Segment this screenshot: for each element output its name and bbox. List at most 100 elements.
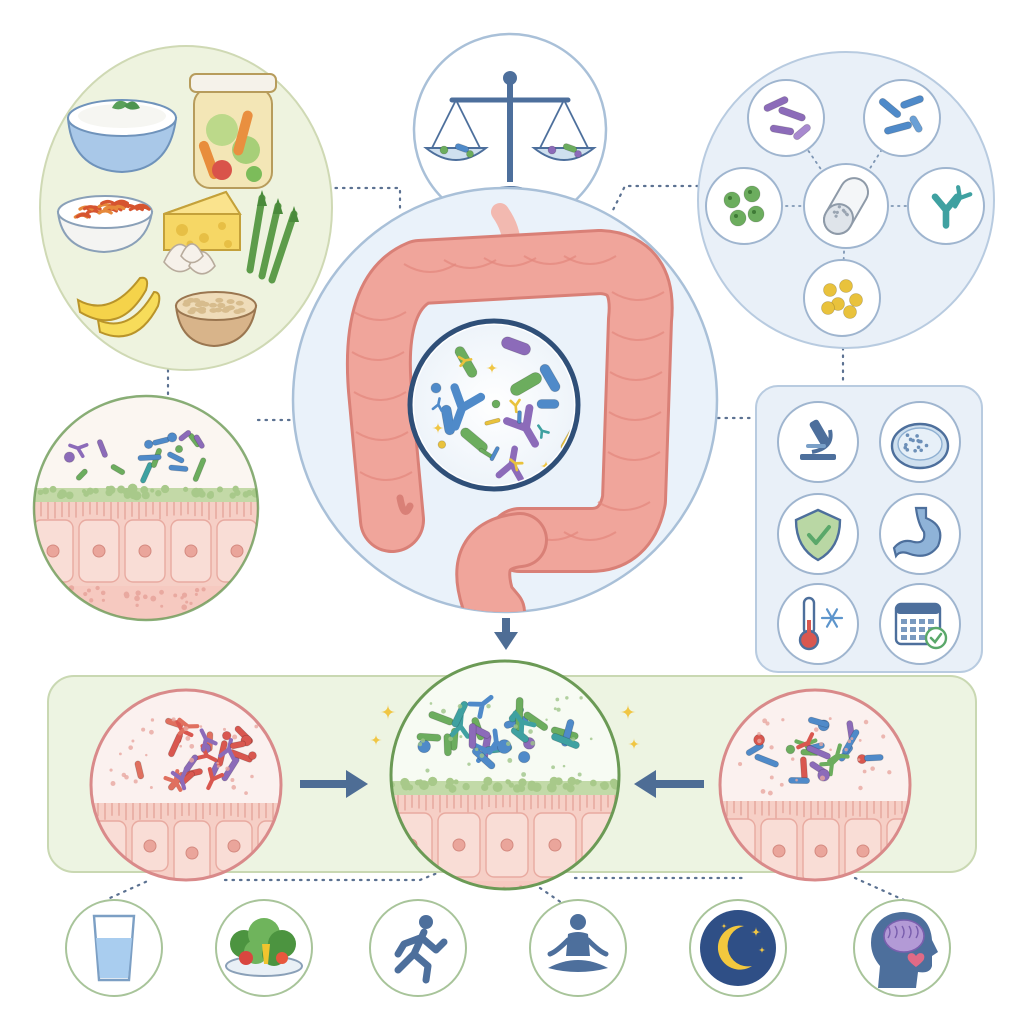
coccus-microbe bbox=[785, 744, 796, 755]
strain-node-ring bbox=[705, 167, 783, 245]
cell-nucleus bbox=[814, 844, 828, 858]
mucus-granule bbox=[589, 779, 597, 787]
sparkle-icon bbox=[751, 927, 761, 937]
strain-node-ring bbox=[863, 79, 941, 157]
cell-nucleus bbox=[185, 846, 199, 860]
mucus-granule bbox=[462, 782, 470, 791]
mucus-granule bbox=[567, 776, 577, 786]
speck bbox=[118, 752, 122, 756]
tissue-speck bbox=[189, 601, 193, 605]
imbalanced-lining-icon bbox=[89, 688, 283, 905]
coccus-microbe bbox=[167, 432, 178, 443]
tissue-speck bbox=[248, 894, 253, 899]
arrow-right-icon bbox=[300, 770, 368, 798]
state-microbes bbox=[738, 716, 892, 796]
rod-microbe bbox=[539, 363, 561, 393]
water-glass-icon bbox=[65, 899, 163, 997]
coccus-microbe bbox=[466, 150, 474, 158]
branched-microbe bbox=[537, 424, 550, 439]
speck bbox=[555, 697, 560, 702]
speck bbox=[109, 768, 113, 772]
coccus-microbe bbox=[491, 399, 501, 409]
rod-microbe bbox=[451, 700, 469, 728]
meditation-icon bbox=[529, 899, 627, 997]
speck bbox=[459, 735, 463, 739]
tissue-speck bbox=[142, 594, 148, 600]
mucus-granule bbox=[428, 776, 438, 787]
rod-microbe bbox=[909, 115, 923, 133]
speck bbox=[429, 702, 433, 705]
tissue-speck bbox=[868, 899, 873, 904]
tissue-speck bbox=[234, 599, 240, 605]
speck bbox=[505, 741, 511, 747]
tissue-speck bbox=[83, 591, 88, 597]
cheese-icon bbox=[163, 190, 242, 251]
state-microbes bbox=[416, 694, 593, 783]
tissue-speck bbox=[833, 904, 839, 910]
microscope-icon bbox=[777, 401, 859, 483]
connector-state1-lifestyle-left bbox=[223, 868, 447, 882]
coccus-microbe bbox=[430, 382, 442, 394]
curved-bacteria-icon bbox=[863, 79, 941, 157]
tissue-speck bbox=[89, 598, 94, 603]
tissue-speck bbox=[395, 884, 402, 889]
connector-strains-center bbox=[610, 184, 700, 214]
yeast-icon bbox=[803, 259, 881, 337]
coccus-microbe bbox=[823, 283, 837, 297]
oat-flake bbox=[221, 308, 230, 313]
tissue-speck bbox=[783, 905, 789, 911]
connector-foods-center bbox=[326, 186, 402, 214]
tissue-speck bbox=[445, 897, 448, 900]
tissue-speck bbox=[135, 603, 139, 607]
running-person-icon bbox=[369, 899, 467, 997]
sparkle-icon bbox=[380, 704, 396, 720]
speck bbox=[553, 707, 557, 711]
pepper bbox=[262, 944, 270, 964]
tissue-speck bbox=[134, 595, 140, 602]
coccus-microbe bbox=[743, 185, 761, 203]
rod-microbe bbox=[484, 417, 501, 426]
tissue-speck bbox=[499, 898, 503, 902]
jar-icon bbox=[189, 73, 277, 189]
tissue-speck bbox=[220, 890, 225, 895]
speck bbox=[828, 717, 832, 721]
brain-heart-icon bbox=[853, 899, 951, 997]
oat-flake bbox=[186, 297, 195, 303]
speck bbox=[781, 718, 785, 722]
speck bbox=[171, 717, 176, 722]
speck bbox=[579, 696, 583, 700]
calendar-check-icon bbox=[879, 583, 961, 665]
tissue-speck bbox=[726, 893, 730, 897]
mucus-granule bbox=[518, 778, 527, 787]
speck bbox=[863, 719, 869, 725]
tissue-speck bbox=[390, 898, 394, 902]
coccus-microbe bbox=[63, 451, 75, 463]
speck bbox=[232, 734, 238, 740]
speck bbox=[150, 718, 155, 722]
tissue-speck bbox=[69, 601, 75, 607]
oat-flake bbox=[237, 307, 246, 313]
sparkle-icon bbox=[486, 362, 498, 374]
tissue-speck bbox=[35, 601, 40, 606]
branched-microbe bbox=[953, 185, 973, 209]
tissue-speck bbox=[169, 901, 173, 905]
tissue-speck bbox=[392, 881, 397, 886]
tissue-speck bbox=[540, 891, 545, 896]
rod-microbe bbox=[192, 457, 207, 482]
oat-flake bbox=[235, 300, 244, 306]
cell-nucleus bbox=[452, 838, 466, 852]
tissue-speck bbox=[837, 904, 840, 907]
speck bbox=[199, 725, 203, 728]
rod-microbe bbox=[471, 747, 496, 770]
mucus-granule bbox=[505, 779, 512, 785]
tissue-speck bbox=[788, 891, 794, 897]
mucus-granule bbox=[492, 782, 503, 793]
speck bbox=[189, 757, 195, 763]
mucus-granule bbox=[599, 782, 605, 788]
state-microbes bbox=[109, 717, 259, 795]
mucus-granule bbox=[566, 784, 575, 793]
speck bbox=[479, 753, 485, 758]
lifestyle-row bbox=[65, 899, 951, 997]
haustra-fold bbox=[353, 311, 407, 321]
